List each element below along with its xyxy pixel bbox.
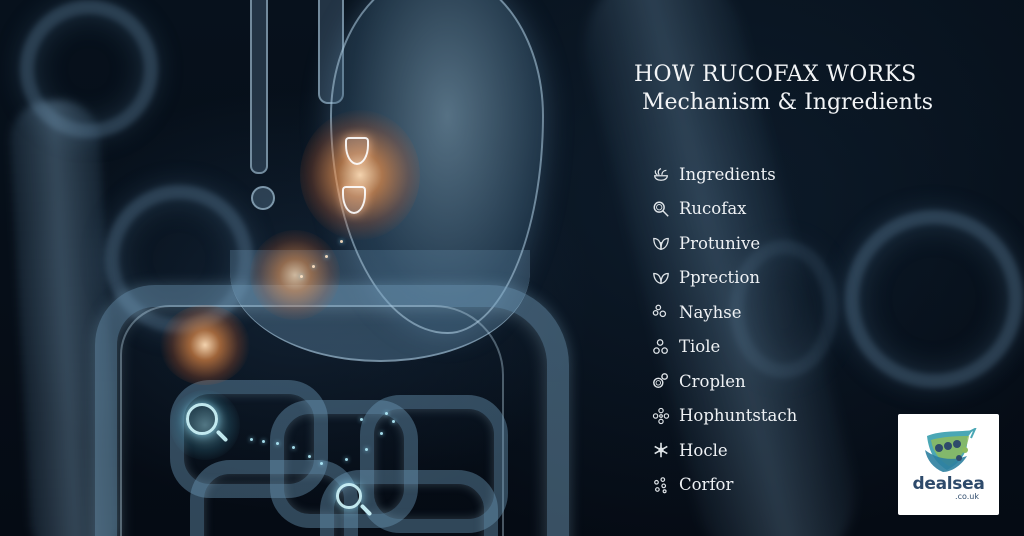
particle [320,462,323,465]
list-item: Pprection [651,261,797,296]
particle [250,438,253,441]
molecule-triangle-icon [651,337,671,357]
magnifier-icon [186,403,218,435]
particle [385,412,388,415]
ingredient-label: Ingredients [679,164,776,184]
ingredient-label: Protunive [679,233,761,253]
particle [360,418,363,421]
particle [380,432,383,435]
ingredient-list: Ingredients Rucofax Protunive Pprection … [651,157,797,502]
particle [312,265,315,268]
list-item: Hocle [651,433,797,468]
list-item: Protunive [651,226,797,261]
ingredient-label: Tiole [679,337,721,357]
particle [325,255,328,258]
ingredient-label: Corfor [679,475,734,495]
page-subtitle: Mechanism & Ingredients [642,90,933,115]
molecule-cluster-icon [651,302,671,322]
list-item: Croplen [651,364,797,399]
herb-bowl-icon [651,164,671,184]
esophagus-tube [250,0,268,174]
glow-highlight [160,305,250,385]
title-block: HOW RUCOFAX WORKS Mechanism & Ingredient… [634,62,933,118]
particle [308,455,311,458]
droplet [251,186,275,210]
ingredient-label: Pprection [679,268,761,288]
ingredient-label: Hocle [679,440,728,460]
magnifier-icon [651,199,671,219]
glow-highlight [300,110,420,240]
list-item: Hophuntstach [651,399,797,434]
logo-domain: .co.uk [955,491,979,501]
glow-highlight [250,230,340,320]
leaves-icon [651,233,671,253]
linked-rings-icon [651,371,671,391]
particle [340,240,343,243]
particle [300,275,303,278]
small-intestine-loop [360,395,508,533]
magnifier-icon [336,483,362,509]
scattered-dots-icon [651,475,671,495]
particle [262,440,265,443]
particle [392,420,395,423]
five-dot-flower-icon [651,406,671,426]
ingredient-label: Hophuntstach [679,406,798,426]
leaves-icon [651,268,671,288]
list-item: Nayhse [651,295,797,330]
particle [365,448,368,451]
particle [276,442,279,445]
particle [345,458,348,461]
background-cell [845,210,1023,388]
particle [292,446,295,449]
dealsea-logo[interactable]: dealsea .co.uk [898,414,999,515]
logo-mark-icon [924,427,977,472]
logo-wordmark: dealsea [912,473,985,494]
list-item: Corfor [651,468,797,503]
list-item: Ingredients [651,157,797,192]
ingredient-label: Nayhse [679,302,742,322]
page-title: HOW RUCOFAX WORKS [634,62,917,87]
snowflake-icon [651,440,671,460]
list-item: Rucofax [651,192,797,227]
ingredient-label: Rucofax [679,199,747,219]
ingredient-label: Croplen [679,371,746,391]
small-intestine-loop [170,380,328,498]
list-item: Tiole [651,330,797,365]
